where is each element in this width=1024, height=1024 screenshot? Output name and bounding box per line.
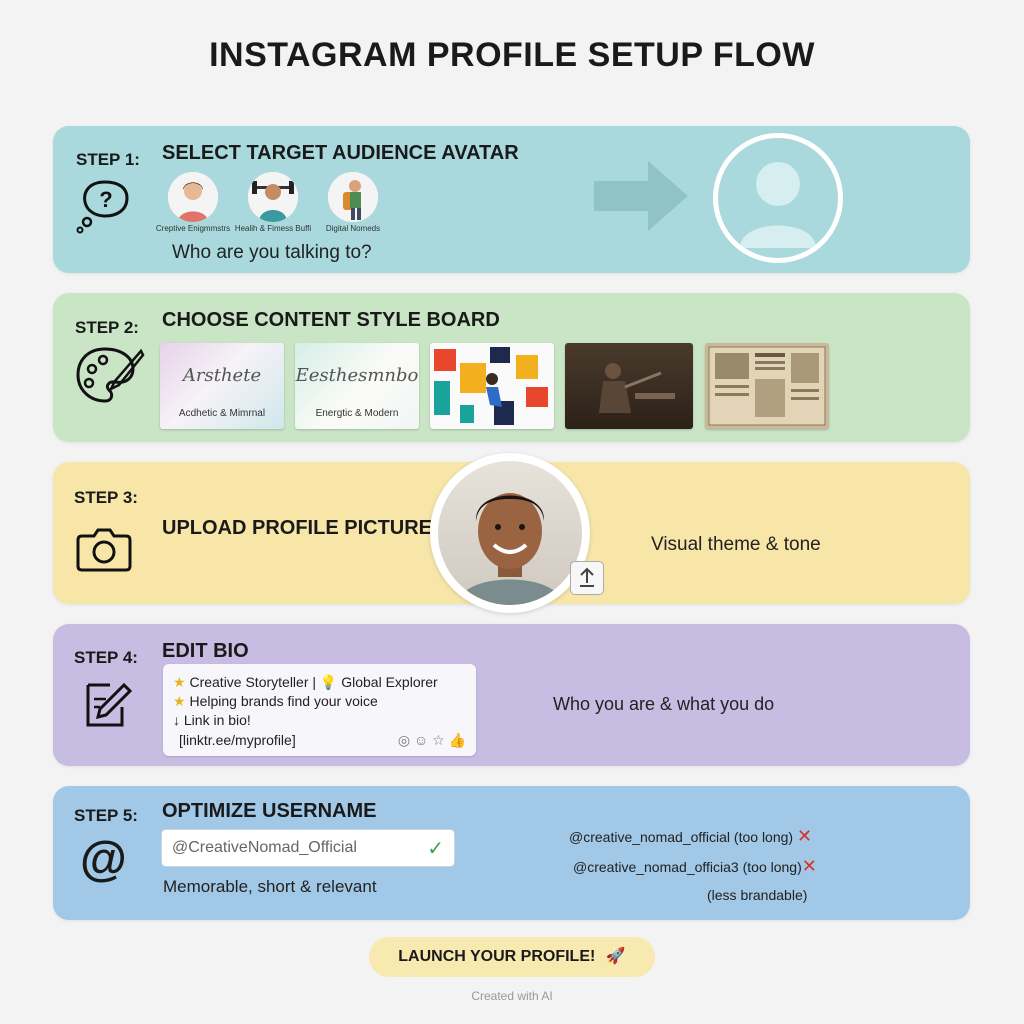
arrow-right-icon — [594, 161, 688, 231]
bad-username-2: @creative_nomad_officia3 (too long) — [573, 859, 802, 875]
emoji-icon[interactable]: ☺ — [413, 732, 429, 748]
launch-label: LAUNCH YOUR PROFILE! — [398, 948, 596, 965]
style-board-energetic[interactable]: Eesthesmnbo Energtic & Modern — [295, 343, 419, 429]
bio-line-3: ↓ Link in bio! — [173, 712, 251, 728]
svg-text:?: ? — [99, 187, 112, 212]
launch-profile-button[interactable]: LAUNCH YOUR PROFILE! 🚀 — [369, 937, 655, 977]
profile-picture-upload[interactable] — [430, 453, 604, 613]
upload-arrow-icon — [580, 567, 594, 587]
star-outline-icon[interactable]: ☆ — [432, 732, 445, 748]
step4-label: STEP 4: — [74, 648, 138, 667]
style-board-newspaper[interactable] — [705, 343, 829, 429]
profile-photo-image — [458, 493, 562, 605]
palette-icon — [76, 347, 145, 403]
step1-subtitle: Who are you talking to? — [172, 242, 372, 263]
woman-avatar-icon — [168, 172, 218, 222]
vintage-photo-image — [599, 363, 675, 413]
avatar-option-fitness[interactable]: Healih & Fimess Buffi — [233, 172, 313, 233]
bad-username-note: (less brandable) — [707, 887, 808, 903]
x-mark-icon: ✕ — [801, 856, 817, 876]
avatar-caption-creative: Creptive Enigmmstrs — [155, 224, 231, 233]
question-thought-icon: ? — [76, 180, 129, 234]
globe-icon[interactable]: ◎ — [397, 732, 411, 748]
x-mark-icon: ✕ — [796, 826, 813, 846]
step2-label: STEP 2: — [75, 318, 139, 337]
step2-title: CHOOSE CONTENT STYLE BOARD — [162, 309, 500, 331]
username-input[interactable]: @CreativeNomad_Official ✓ — [161, 829, 455, 867]
footer-credit: Created with AI — [471, 989, 553, 1003]
thumbs-up-icon[interactable]: 👍 — [448, 732, 466, 748]
profile-placeholder-avatar[interactable] — [713, 133, 843, 263]
fitness-avatar-icon — [248, 172, 298, 222]
step3-note: Visual theme & tone — [651, 534, 821, 555]
step4-note: Who you are & what you do — [553, 694, 775, 714]
step5-label: STEP 5: — [74, 806, 138, 825]
nomad-avatar-icon — [328, 172, 378, 222]
avatar-caption-fitness: Healih & Fimess Buffi — [234, 224, 312, 233]
bio-editor[interactable]: ★ Creative Storyteller | 💡 Global Explor… — [163, 664, 476, 756]
avatar-option-creative[interactable]: Creptive Enigmmstrs — [153, 172, 233, 233]
step1-title: SELECT TARGET AUDIENCE AVATAR — [162, 142, 519, 164]
rocket-icon: 🚀 — [605, 948, 626, 965]
style-board-energetic-caption: Energtic & Modern — [315, 408, 399, 419]
step4-title: EDIT BIO — [162, 640, 249, 662]
style-board-energetic-script: Eesthesmnbo — [295, 365, 419, 386]
upload-button[interactable] — [570, 561, 604, 595]
newspaper-collage-image — [708, 346, 826, 426]
camera-icon — [76, 528, 132, 572]
style-board-aesthetic-script: Arsthete — [182, 365, 262, 386]
user-silhouette-icon — [740, 162, 816, 248]
style-board-aesthetic[interactable]: Arsthete Acdhetic & Mimrnal — [160, 343, 284, 429]
at-sign-icon: @ — [80, 833, 127, 886]
step5-subtitle: Memorable, short & relevant — [163, 877, 377, 896]
step3-title: UPLOAD PROFILE PICTURE — [162, 517, 433, 539]
step5-title: OPTIMIZE USERNAME — [162, 800, 377, 822]
step1-label: STEP 1: — [76, 150, 140, 169]
step3-label: STEP 3: — [74, 488, 138, 507]
bio-line-1: Creative Storyteller | 💡 Global Explorer — [189, 674, 438, 690]
avatar-option-nomad[interactable]: Digital Nomeds — [313, 172, 393, 233]
style-board-aesthetic-caption: Acdhetic & Mimrnal — [178, 408, 266, 419]
avatar-caption-nomad: Digital Nomeds — [325, 224, 381, 233]
style-board-vintage[interactable] — [565, 343, 693, 429]
bio-line-2: Helping brands find your voice — [189, 693, 378, 709]
style-board-bold-graphic[interactable] — [430, 343, 554, 429]
page-title: INSTAGRAM PROFILE SETUP FLOW — [209, 36, 815, 74]
star-icon: ★ — [173, 693, 186, 709]
star-icon: ★ — [173, 674, 186, 690]
check-icon: ✓ — [427, 838, 444, 860]
edit-pencil-icon — [86, 682, 132, 727]
geometric-collage-image — [434, 347, 548, 425]
bio-line-4[interactable]: [linktr.ee/myprofile] — [179, 732, 296, 748]
username-value: @CreativeNomad_Official — [172, 839, 357, 856]
bad-username-1: @creative_nomad_official (too long) — [569, 829, 794, 845]
